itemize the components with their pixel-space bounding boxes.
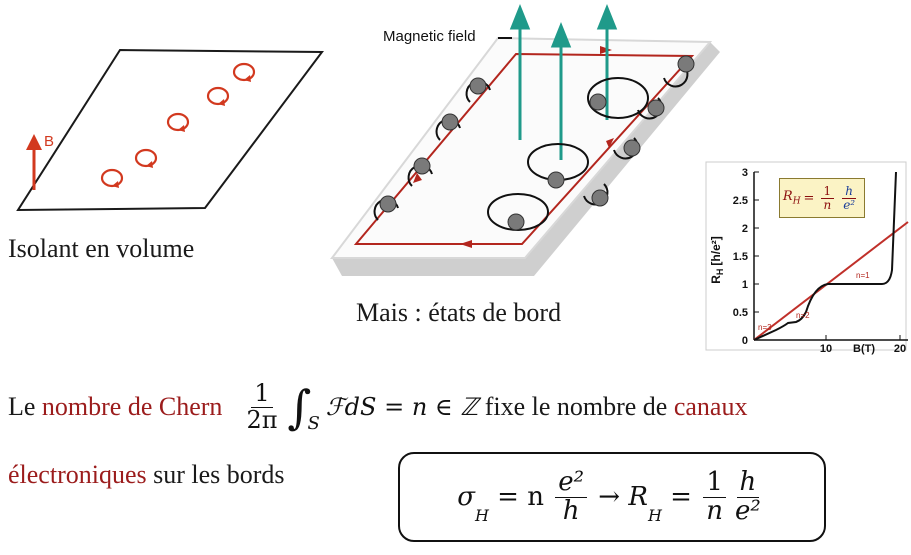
- slab-top: [329, 36, 713, 259]
- cyclotron-orbits: [100, 62, 256, 188]
- integral-sign: ∫: [287, 380, 312, 434]
- y-axis-label-main: R: [709, 275, 723, 284]
- integral-subscript: S: [307, 413, 320, 434]
- edge-states-diagram: [329, 3, 720, 276]
- resistance-fraction-2: h e²: [734, 467, 761, 526]
- electronic-term: électroniques: [8, 460, 147, 489]
- chern-prefactor: 1 2π: [246, 379, 278, 434]
- statement-middle: fixe le nombre de: [478, 392, 674, 421]
- y-axis-label-sub: H: [715, 269, 725, 276]
- y-tick-label: 2: [742, 223, 748, 235]
- edge-arrows: [413, 46, 614, 248]
- electron: [647, 99, 665, 117]
- insulator-plane: [16, 48, 324, 212]
- electron: [591, 189, 609, 207]
- y-tick-label: 0: [742, 335, 748, 347]
- legend-lhs: RH: [782, 189, 801, 207]
- sigma-symbol: σ: [457, 482, 475, 512]
- x-ticks: [825, 335, 901, 340]
- electron: [547, 171, 565, 189]
- plateau-label-n3: n=3: [758, 323, 772, 332]
- y-tick-label: 1: [742, 279, 748, 291]
- resistance-symbol: R: [628, 482, 648, 512]
- y-tick-label: 0.5: [733, 307, 748, 319]
- graph-legend: RH = 1 n h e²: [779, 178, 865, 218]
- statement-suffix: sur les bords: [146, 460, 285, 489]
- legend-frac-2: h e²: [842, 183, 857, 212]
- magnetic-field-arrows: [509, 3, 618, 160]
- quantized-hall-curve: [753, 171, 897, 341]
- chern-integrand: ℱdS = n ∈ ℤ: [325, 393, 479, 421]
- y-ticks: [754, 171, 759, 341]
- plateau-label-n1: n=1: [856, 271, 870, 280]
- b-field-label: B: [44, 133, 55, 150]
- cyclotron-orbit: [232, 62, 256, 82]
- middle-caption: Mais : états de bord: [356, 298, 562, 327]
- b-field-arrowhead: [26, 134, 42, 150]
- sigma-subscript: H: [474, 505, 489, 525]
- cyclotron-orbit: [166, 112, 190, 132]
- cyclotron-orbit: [134, 148, 158, 168]
- magnetic-field-label: Magnetic field: [383, 28, 476, 45]
- plateau-label-n2: n=2: [796, 311, 810, 320]
- channels-term: canaux: [673, 392, 748, 421]
- classical-hall-line: [753, 221, 909, 341]
- chern-number-term: nombre de Chern: [41, 392, 223, 421]
- legend-frac-1: 1 n: [820, 185, 835, 211]
- electron: [507, 213, 525, 231]
- formula-eq1: = n: [488, 482, 553, 512]
- x-tick-label: 10: [820, 343, 832, 355]
- statement-prefix: Le: [8, 392, 42, 421]
- y-tick-label: 2.5: [733, 195, 748, 207]
- left-caption: Isolant en volume: [8, 234, 195, 263]
- y-axis-label: RH [h/e²]: [709, 236, 725, 284]
- resistance-subscript: H: [647, 505, 662, 525]
- electron: [469, 77, 487, 95]
- y-axis-label-units: [h/e²]: [709, 236, 723, 265]
- cyclotron-arrowheads: [112, 75, 251, 188]
- electron: [589, 93, 607, 111]
- cyclotron-orbit: [206, 86, 230, 106]
- electron: [441, 113, 459, 131]
- cyclotron-orbit: [100, 168, 124, 188]
- chern-statement: Le nombre de Chern 1 2π ∫ S ℱdS = n ∈ ℤ …: [8, 380, 747, 434]
- electron: [379, 195, 397, 213]
- arrow-symbol: →: [590, 482, 629, 512]
- electrons: [379, 55, 695, 231]
- y-tick-label: 1.5: [733, 251, 748, 263]
- electron: [413, 157, 431, 175]
- conductance-fraction: e² h: [555, 468, 588, 525]
- resistance-fraction-1: 1 n: [703, 468, 726, 525]
- x-tick-label: 20: [894, 343, 906, 355]
- x-axis-label: B(T): [853, 343, 875, 355]
- electron: [677, 55, 695, 73]
- formula-eq2: =: [661, 482, 701, 512]
- y-tick-label: 3: [742, 167, 748, 179]
- bulk-insulator-diagram: [16, 48, 324, 212]
- electron: [623, 139, 641, 157]
- chern-statement-line2: électroniques sur les bords: [8, 460, 285, 490]
